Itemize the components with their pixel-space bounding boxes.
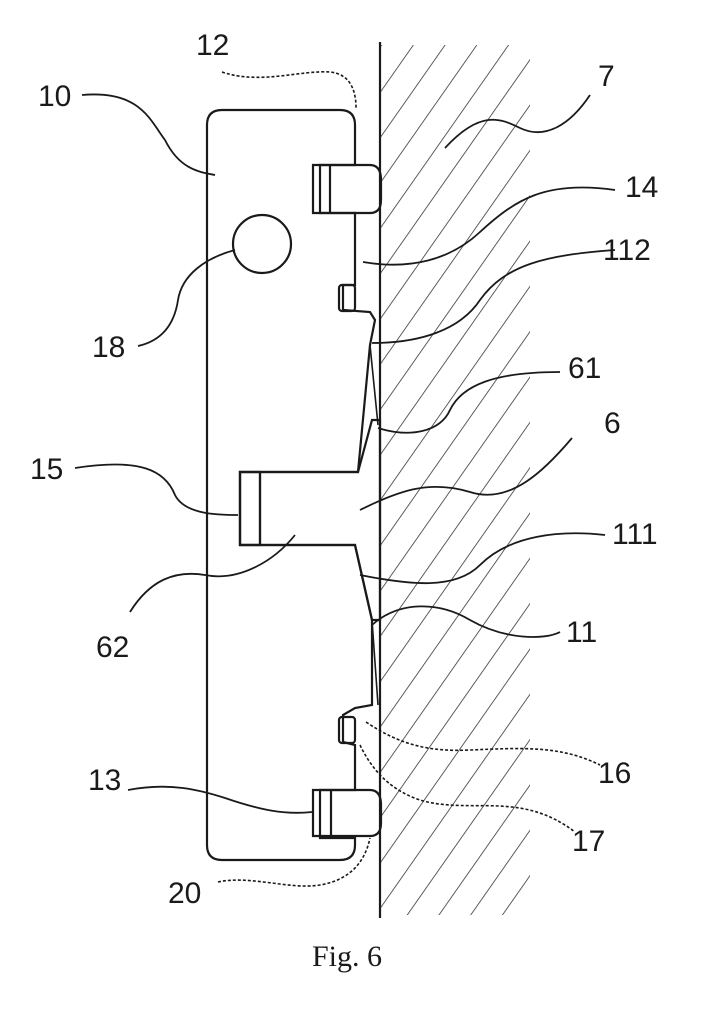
label-10: 10 bbox=[38, 80, 71, 113]
wall-section bbox=[380, 45, 530, 915]
leader-20 bbox=[218, 838, 370, 886]
label-18: 18 bbox=[92, 331, 125, 364]
taper-line-upper bbox=[370, 345, 378, 425]
main-body bbox=[207, 110, 375, 860]
groove-14-step bbox=[339, 285, 355, 311]
leader-12 bbox=[222, 72, 356, 108]
label-13: 13 bbox=[88, 764, 121, 797]
label-62: 62 bbox=[96, 631, 129, 664]
label-112: 112 bbox=[603, 234, 651, 267]
leader-15 bbox=[75, 464, 238, 515]
groove-16-step bbox=[339, 717, 355, 743]
leader-13 bbox=[128, 787, 312, 813]
leader-lines bbox=[75, 72, 615, 886]
label-16: 16 bbox=[598, 757, 631, 790]
label-15: 15 bbox=[30, 453, 63, 486]
seal-top bbox=[313, 165, 381, 213]
label-61: 61 bbox=[568, 352, 601, 385]
label-12: 12 bbox=[196, 29, 229, 62]
reference-numerals: 10 12 7 14 112 18 61 6 15 111 62 11 16 1… bbox=[30, 29, 658, 910]
wall bbox=[380, 42, 530, 918]
leader-10 bbox=[82, 94, 215, 175]
label-111: 111 bbox=[612, 518, 658, 551]
seal-bottom bbox=[313, 790, 381, 836]
label-7: 7 bbox=[598, 60, 615, 93]
label-20: 20 bbox=[168, 877, 201, 910]
leader-62 bbox=[130, 535, 295, 612]
label-11: 11 bbox=[566, 616, 597, 649]
figure-caption: Fig. 6 bbox=[312, 940, 382, 973]
label-6: 6 bbox=[604, 407, 621, 440]
leader-18 bbox=[138, 250, 235, 346]
hole-18 bbox=[233, 215, 291, 273]
label-17: 17 bbox=[572, 825, 605, 858]
label-14: 14 bbox=[625, 171, 658, 204]
